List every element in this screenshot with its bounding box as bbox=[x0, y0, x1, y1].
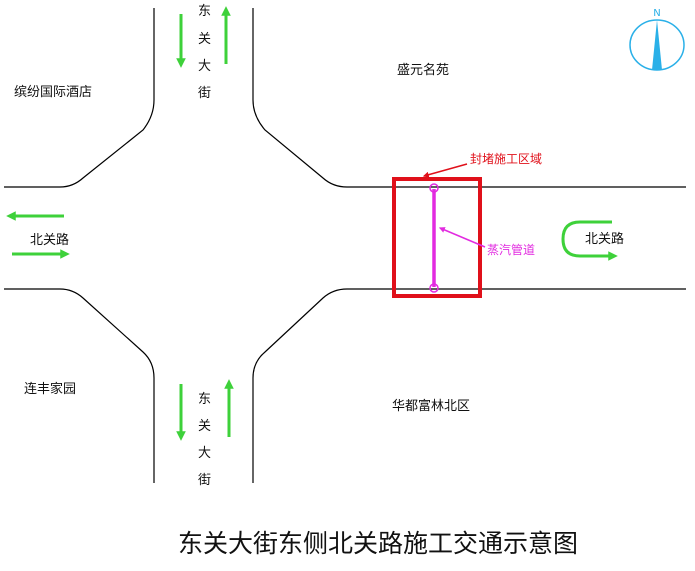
place-lianfeng: 连丰家园 bbox=[24, 381, 76, 397]
road-edge-se bbox=[252, 288, 686, 483]
closure-zone bbox=[392, 177, 482, 298]
arrow-east-uturn bbox=[561, 220, 618, 261]
street-dongguan-north: 东 关 大 街 bbox=[198, 4, 211, 101]
road-edge-nw bbox=[4, 8, 155, 188]
traffic-arrows bbox=[6, 6, 618, 441]
street-beiguan-east: 北关路 bbox=[585, 231, 624, 247]
compass-north-label: N bbox=[653, 8, 660, 19]
place-shengyuan: 盛元名苑 bbox=[397, 62, 449, 78]
place-hotel: 缤纷国际酒店 bbox=[14, 84, 92, 100]
svg-text:东: 东 bbox=[198, 4, 211, 19]
road-edge-ne bbox=[252, 8, 686, 188]
pipe-label: 蒸汽管道 bbox=[487, 242, 535, 257]
svg-text:街: 街 bbox=[198, 86, 211, 101]
closure-leader bbox=[422, 163, 468, 178]
street-beiguan-west: 北关路 bbox=[30, 232, 69, 248]
compass-icon: N bbox=[629, 8, 685, 71]
svg-text:关: 关 bbox=[198, 32, 211, 47]
svg-text:街: 街 bbox=[198, 473, 211, 488]
steam-pipe bbox=[429, 183, 439, 293]
svg-text:大: 大 bbox=[198, 446, 211, 461]
road-edges bbox=[4, 8, 686, 483]
closure-label: 封堵施工区域 bbox=[470, 152, 542, 166]
place-huadu: 华都富林北区 bbox=[392, 398, 470, 414]
svg-text:关: 关 bbox=[198, 419, 211, 434]
map-title: 东关大街东侧北关路施工交通示意图 bbox=[178, 529, 578, 558]
svg-text:大: 大 bbox=[198, 59, 211, 74]
pipe-leader bbox=[438, 227, 486, 248]
road-edge-sw bbox=[4, 288, 155, 483]
street-dongguan-south: 东 关 大 街 bbox=[198, 392, 211, 488]
svg-text:东: 东 bbox=[198, 392, 211, 407]
